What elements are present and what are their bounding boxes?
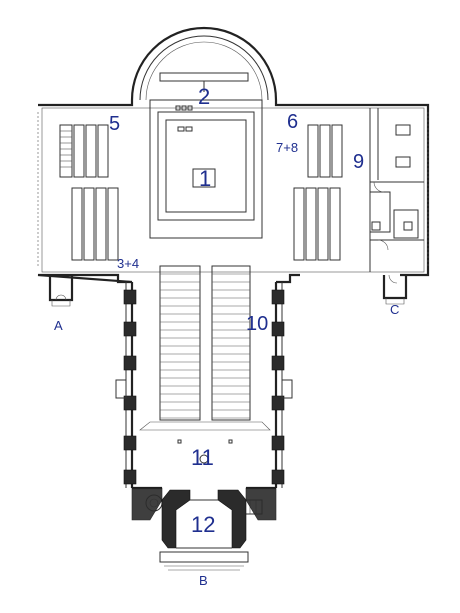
entrance-label-b: B	[199, 573, 208, 588]
right-transept-pews	[293, 124, 343, 261]
entrance-tower	[131, 486, 277, 571]
nave-walls	[115, 282, 293, 488]
label-5: 5	[109, 113, 120, 135]
label-10: 10	[246, 313, 268, 335]
label-9: 9	[353, 151, 364, 173]
entrance-labels: A B C	[54, 302, 399, 588]
left-transept-pews	[59, 124, 119, 261]
entrance-label-c: C	[390, 302, 399, 317]
pew-block	[159, 265, 201, 421]
label-2: 2	[198, 84, 210, 109]
sacristy-rooms	[369, 108, 424, 272]
transept-walls	[37, 100, 430, 284]
nave-pews	[159, 265, 251, 421]
entrance-c-porch	[382, 274, 408, 305]
label-1: 1	[199, 166, 211, 191]
label-11: 11	[191, 445, 214, 470]
room-labels: 1 2 5 6 7+8 9 3+4 10 11 12	[109, 84, 364, 537]
entrance-label-a: A	[54, 318, 63, 333]
label-12: 12	[191, 512, 215, 537]
label-6: 6	[287, 111, 298, 133]
entrance-a-porch	[48, 275, 74, 307]
label-3-4: 3+4	[117, 256, 139, 271]
label-7-8: 7+8	[276, 140, 298, 155]
chancel	[149, 99, 263, 239]
apse	[130, 26, 278, 101]
pew-block	[211, 265, 251, 421]
